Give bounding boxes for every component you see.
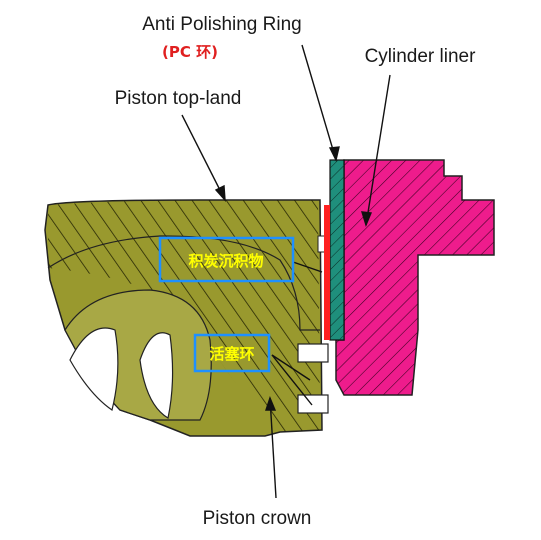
label-piston-top-land: Piston top-land <box>115 88 242 109</box>
carbon-deposit-layer <box>324 205 330 340</box>
cylinder-liner <box>335 159 495 396</box>
label-cylinder-liner: Cylinder liner <box>365 46 477 67</box>
label-pc-ring: (PC 环) <box>162 43 218 61</box>
leader-lines <box>181 44 391 499</box>
callout-piston-ring: 活塞环 <box>193 333 271 373</box>
ring-groove-2 <box>297 394 329 414</box>
ring-groove-1 <box>297 343 329 363</box>
label-carbon-deposit: 积炭沉积物 <box>188 252 263 270</box>
anti-polishing-ring <box>329 159 345 341</box>
piston-body <box>44 199 333 437</box>
callout-carbon-deposit: 积炭沉积物 <box>158 236 295 283</box>
piston-opening-left <box>69 327 119 411</box>
label-piston-ring: 活塞环 <box>209 345 254 363</box>
label-piston-crown: Piston crown <box>203 508 312 529</box>
piston-opening-right <box>139 332 174 419</box>
label-anti-polishing-ring: Anti Polishing Ring <box>142 14 301 35</box>
